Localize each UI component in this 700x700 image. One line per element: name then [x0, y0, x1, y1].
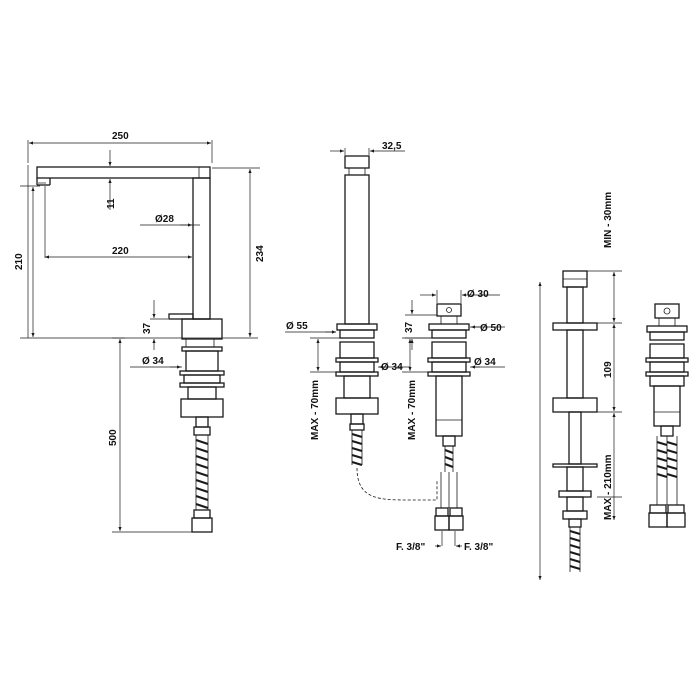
- dimension-lines: [20, 140, 260, 533]
- valve-dimension-lines: [402, 290, 505, 548]
- dim-label-min-30: MIN - 30mm: [603, 192, 614, 248]
- valve-view: 37 Ø 30 Ø 50 Ø 34 MAX - 70mm F. 3/8" F. …: [356, 289, 505, 553]
- mounting-assembly: [179, 346, 225, 436]
- dim-label-37: 37: [142, 322, 153, 334]
- side-view: 250 11 Ø28 210 220 234 37 Ø 34 500: [14, 131, 266, 533]
- dim-label-32-5: 32,5: [382, 141, 402, 152]
- connection-hose-dashed: [356, 467, 438, 501]
- dim-label-max-70-b: MAX - 70mm: [407, 380, 418, 440]
- install-view: MIN - 30mm 109 MAX - 210mm: [538, 192, 622, 580]
- dim-label-220: 220: [112, 246, 129, 257]
- dim-label-109: 109: [603, 361, 614, 378]
- front-spout: [344, 155, 370, 325]
- dim-label-dia-30: Ø 30: [467, 289, 489, 300]
- valve-body: [427, 303, 471, 447]
- dim-label-37-mid: 37: [404, 321, 415, 333]
- install-body: [552, 270, 598, 528]
- dim-label-dia-34-right: Ø 34: [474, 357, 496, 368]
- thread-label-a: F. 3/8": [396, 542, 425, 553]
- dim-label-dia-28: Ø28: [155, 214, 174, 225]
- dim-label-234: 234: [255, 245, 266, 262]
- dim-label-500: 500: [108, 429, 119, 446]
- valve-hoses: [356, 446, 464, 531]
- dim-label-max-70-a: MAX - 70mm: [310, 380, 321, 440]
- mixer-body: [645, 303, 689, 437]
- mixer-view: [645, 303, 689, 528]
- dim-label-dia-50: Ø 50: [480, 323, 502, 334]
- dim-label-250: 250: [112, 131, 129, 142]
- supply-hose: [191, 435, 213, 533]
- front-dimension-labels: 32,5 Ø 55 Ø 34 MAX - 70mm: [286, 141, 403, 440]
- dim-label-11: 11: [106, 198, 117, 209]
- front-dimension-lines: [285, 148, 410, 373]
- valve-dimension-labels: 37 Ø 30 Ø 50 Ø 34 MAX - 70mm F. 3/8" F. …: [396, 289, 502, 553]
- install-dimension-lines: [538, 270, 622, 580]
- install-dimension-labels: MIN - 30mm 109 MAX - 210mm: [603, 192, 614, 520]
- dim-label-210: 210: [14, 253, 25, 270]
- dimension-labels: 250 11 Ø28 210 220 234 37 Ø 34 500: [14, 131, 266, 446]
- front-view: 32,5 Ø 55 Ø 34 MAX - 70mm: [285, 141, 410, 467]
- front-hose: [351, 430, 363, 467]
- faucet-body: [168, 177, 223, 347]
- thread-label-b: F. 3/8": [464, 542, 493, 553]
- spout-arm: [36, 166, 211, 186]
- front-body: [335, 323, 379, 431]
- dim-label-dia-34-mid: Ø 34: [381, 362, 403, 373]
- dim-label-max-210: MAX - 210mm: [603, 454, 614, 520]
- dim-label-dia-34: Ø 34: [142, 356, 164, 367]
- mixer-hoses: [648, 436, 686, 528]
- install-hose: [569, 527, 581, 572]
- dim-label-dia-55: Ø 55: [286, 321, 308, 332]
